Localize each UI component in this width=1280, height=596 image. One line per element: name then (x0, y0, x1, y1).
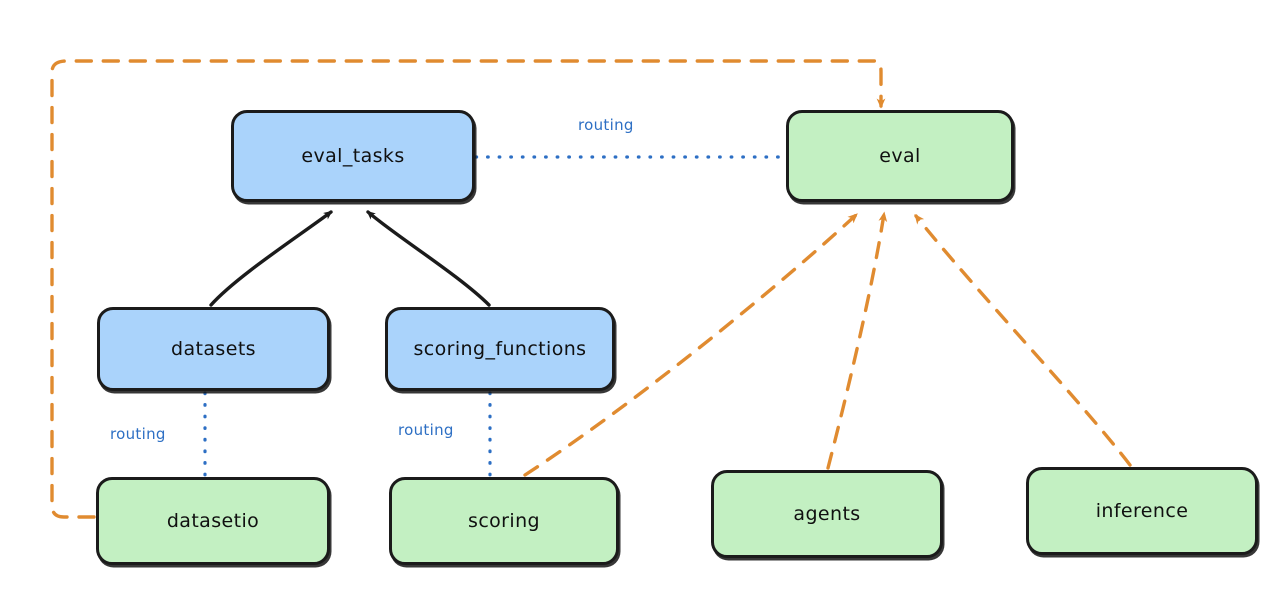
node-eval[interactable]: eval (786, 110, 1014, 202)
node-datasets-label: datasets (171, 338, 256, 360)
edge-label-routing-scoring-functions-scoring: routing (398, 421, 454, 439)
node-eval-label: eval (879, 145, 921, 167)
edge-label-routing-datasets-datasetio: routing (110, 425, 166, 443)
node-agents[interactable]: agents (711, 470, 943, 558)
node-agents-label: agents (793, 503, 861, 525)
node-eval-tasks[interactable]: eval_tasks (231, 110, 475, 202)
node-datasetio[interactable]: datasetio (96, 477, 330, 565)
edge-label-routing-eval-tasks-eval: routing (578, 116, 634, 134)
node-datasets[interactable]: datasets (97, 307, 330, 391)
node-scoring[interactable]: scoring (389, 477, 619, 565)
node-eval-tasks-label: eval_tasks (301, 145, 405, 167)
edge-datasetio-to-eval (50, 59, 886, 519)
node-scoring-functions-label: scoring_functions (413, 338, 587, 360)
edge-datasets-to-eval-tasks (209, 210, 333, 307)
node-scoring-functions[interactable]: scoring_functions (385, 307, 615, 391)
node-datasetio-label: datasetio (166, 510, 260, 532)
node-inference[interactable]: inference (1026, 467, 1258, 555)
edge-inference-to-eval (914, 214, 1132, 467)
edge-scoring-functions-to-eval-tasks (366, 210, 491, 307)
node-scoring-label: scoring (468, 510, 540, 532)
edge-agents-to-eval (826, 211, 888, 470)
node-inference-label: inference (1095, 500, 1189, 522)
edge-scoring-to-eval (523, 213, 858, 477)
